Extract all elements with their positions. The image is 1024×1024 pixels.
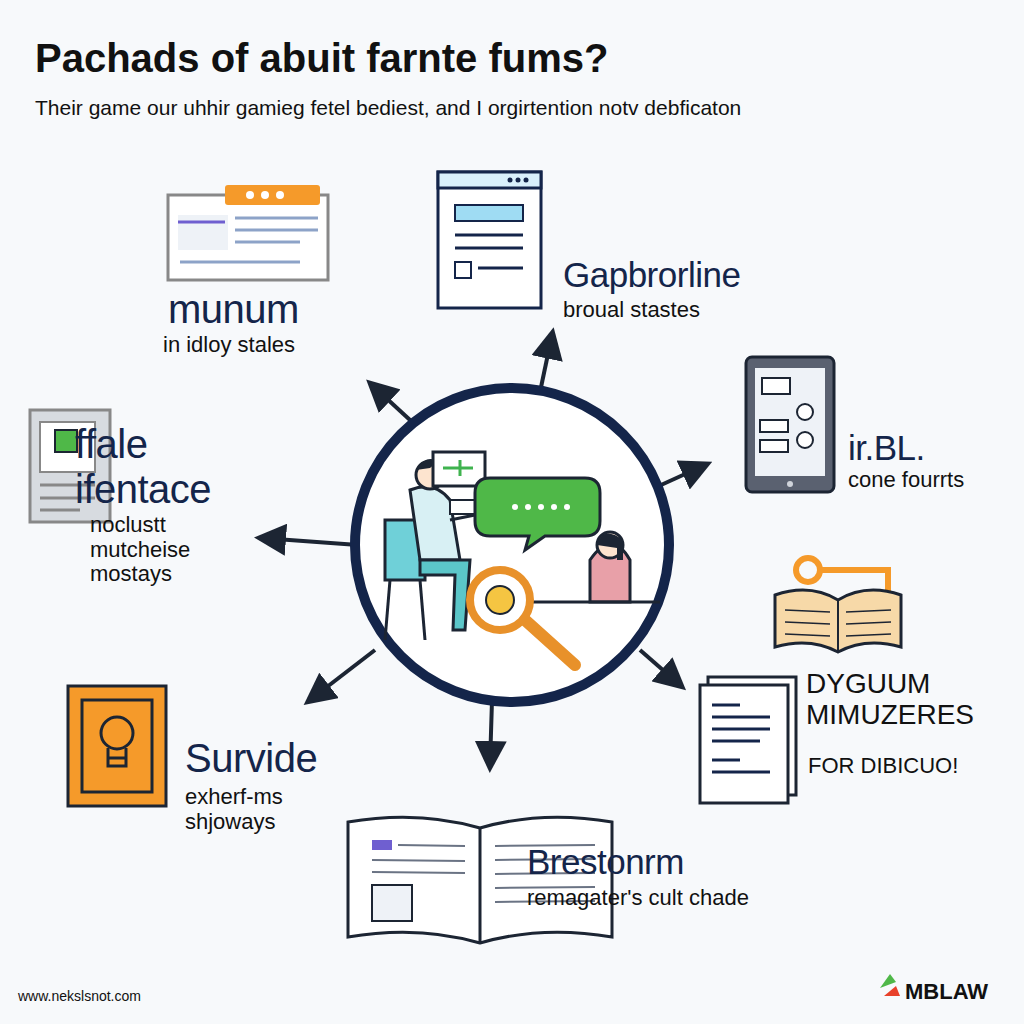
central-circle: [355, 388, 669, 702]
clipboard-icon: [700, 677, 796, 803]
document-icon: [438, 172, 541, 308]
logo-text: MBLAW: [905, 980, 988, 1005]
title: Pachads of abuit farnte fums?: [35, 36, 608, 81]
group-heading: ffale ifentace: [75, 422, 285, 512]
group-text: in idloy stales: [163, 333, 295, 358]
seated-woman: [520, 532, 660, 602]
group-text: cone fourrts: [848, 468, 964, 493]
group-heading: DYGUUM MIMUZERES: [806, 668, 1016, 731]
group-text: remagater's cult chade: [527, 886, 749, 911]
magnifier: [470, 570, 575, 665]
group-heading: ir.BL.: [848, 428, 925, 467]
book-key-icon: [775, 558, 901, 652]
group-text: broual stastes: [563, 298, 700, 323]
group-text: noclustt mutcheise mostays: [90, 513, 240, 587]
group-text: FOR DIBICUO!: [808, 754, 958, 779]
group-heading: Survide: [185, 736, 317, 781]
browser-icon: [168, 185, 328, 280]
group-heading: munum: [168, 287, 299, 332]
tablet-icon: [746, 357, 834, 492]
subtitle: Their game our uhhir gamieg fetel bedies…: [35, 96, 741, 120]
speech-bubble: [475, 478, 600, 550]
footer-url: www.nekslsnot.com: [18, 989, 141, 1005]
group-heading: Gapbrorline: [563, 255, 740, 294]
logo-mark: [880, 974, 900, 996]
lightbulb-icon: [68, 686, 166, 806]
group-text: exherf-ms shjoways: [185, 785, 345, 834]
group-heading: Brestonrm: [527, 842, 684, 881]
radial-arrows: [262, 335, 705, 765]
